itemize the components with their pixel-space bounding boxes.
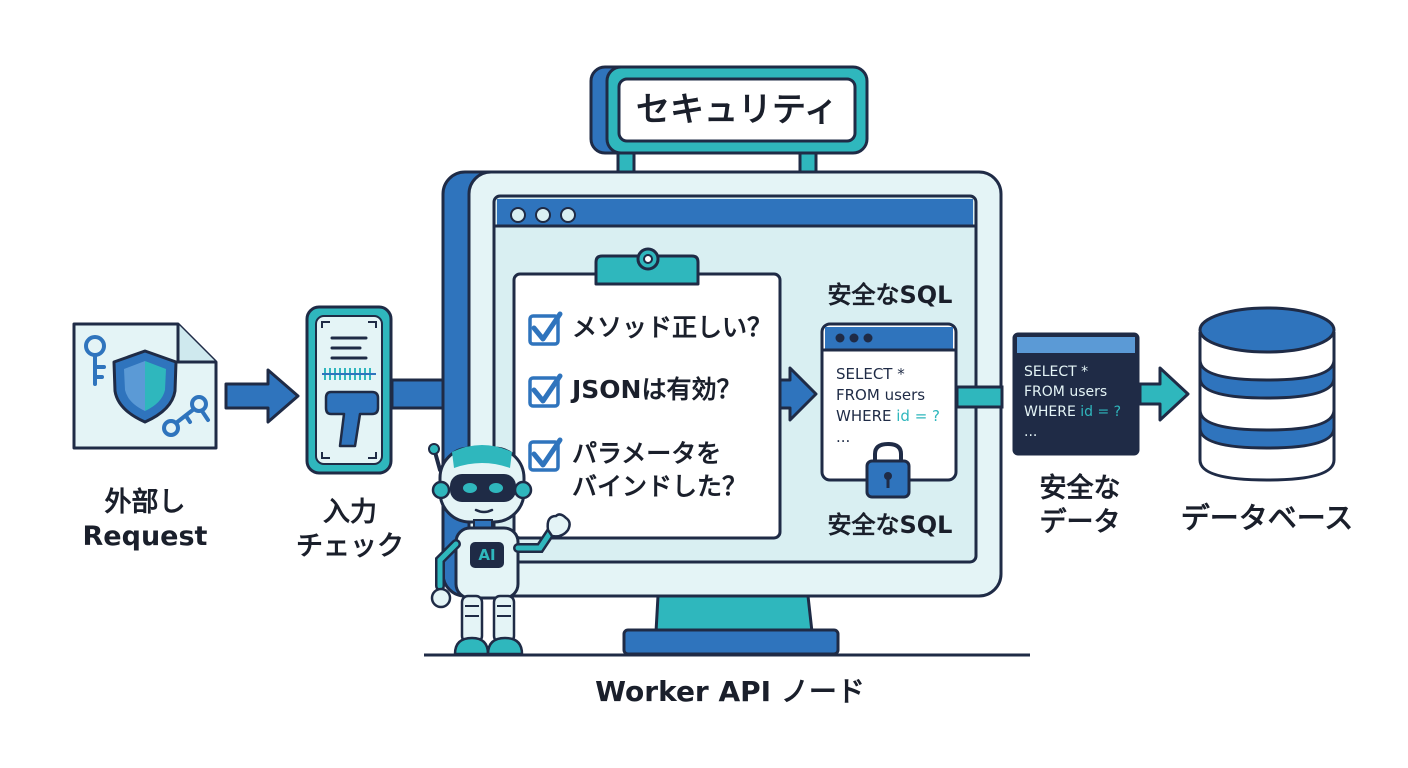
checklist-item-3-line2: バインドした？	[572, 471, 748, 501]
arrow-4	[1138, 366, 1190, 422]
sql-window-title-top: 安全なSQL	[827, 281, 953, 309]
safe-data-label-line1: 安全な	[1039, 473, 1121, 504]
sql-card-line-1: SELECT *	[1024, 364, 1089, 380]
sql-window-code: SELECT * FROM users WHERE id = ? ...	[836, 364, 940, 448]
safe-data-label-line2: データ	[1039, 506, 1121, 538]
request-document-icon	[72, 322, 218, 450]
sql-card-line-4: ...	[1024, 424, 1038, 440]
checklist-item-1: メソッド正しい？	[572, 313, 773, 342]
sql-card-line-3-param: id = ?	[1080, 404, 1122, 420]
check-icon	[528, 311, 563, 346]
sql-window-title-bottom: 安全なSQL	[827, 511, 953, 539]
sql-window	[820, 322, 958, 499]
checklist-clipboard	[512, 247, 782, 540]
checklist-item-3-line1: パラメータを	[572, 439, 722, 468]
arrow-1	[224, 368, 300, 424]
sql-card-code: SELECT * FROM users WHERE id = ? ...	[1024, 362, 1121, 442]
sql-line-4: ...	[836, 428, 851, 446]
sql-output-card	[1012, 332, 1140, 456]
input-check-label-line2: チェック	[296, 530, 404, 562]
sql-line-1: SELECT *	[836, 365, 905, 383]
arrow-3	[778, 366, 818, 422]
input-check-label: 入力 チェック	[290, 496, 410, 564]
input-check-label-line1: 入力	[323, 497, 377, 528]
header-sign	[589, 65, 869, 182]
header-title: セキュリティ	[636, 90, 838, 130]
checklist-item-3: パラメータを バインドした？	[572, 438, 747, 503]
sql-card-line-3: WHERE id = ?	[1024, 402, 1121, 422]
check-icon	[528, 437, 563, 472]
request-label: 外部し Request	[70, 486, 220, 554]
safe-data-label: 安全な データ	[1020, 472, 1140, 540]
request-label-line1: 外部し	[104, 487, 186, 518]
checklist-item-2: JSONは有効？	[572, 375, 742, 404]
sql-line-3: WHERE id = ?	[836, 406, 940, 427]
robot-badge: AI	[478, 546, 496, 564]
sql-line-3-prefix: WHERE	[836, 407, 897, 425]
sql-card-line-3-prefix: WHERE	[1024, 404, 1081, 420]
robot-icon	[428, 443, 571, 656]
request-label-line2: Request	[82, 520, 208, 552]
database-label: データベース	[1180, 501, 1354, 535]
footer-label: Worker API ノード	[595, 675, 865, 708]
sql-line-3-param: id = ?	[896, 407, 941, 425]
database-icon	[1198, 306, 1336, 482]
sql-card-line-2: FROM users	[1024, 384, 1108, 400]
sql-line-2: FROM users	[836, 386, 926, 404]
input-scanner-icon	[305, 305, 393, 475]
check-icon	[528, 373, 563, 408]
